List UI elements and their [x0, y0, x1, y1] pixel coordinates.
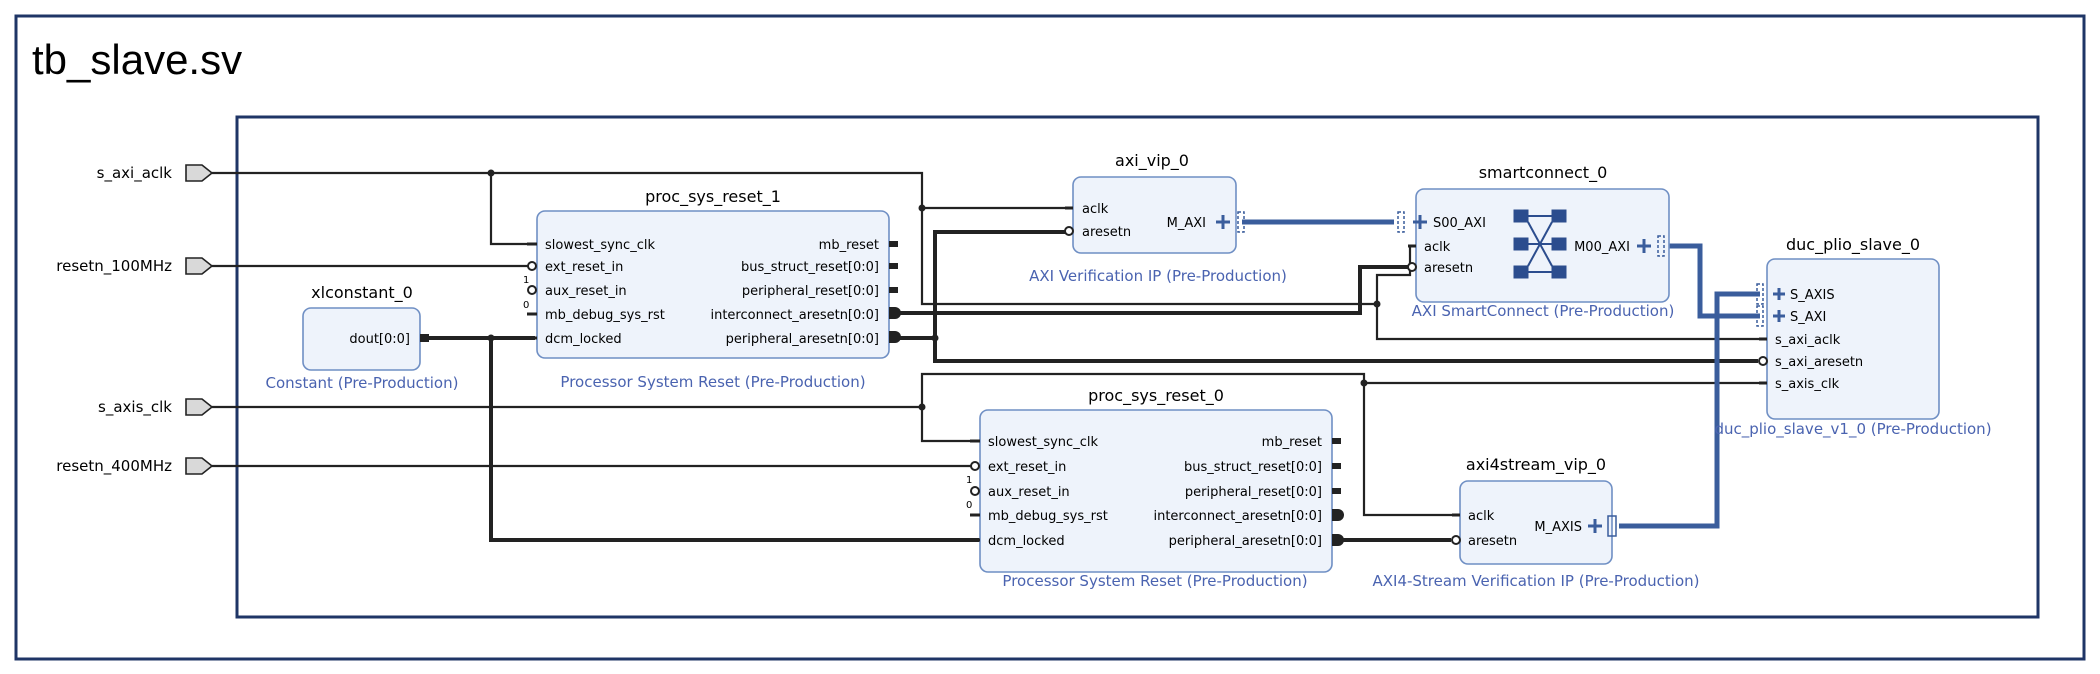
pin-label: peripheral_aresetn[0:0] [726, 332, 879, 347]
wire-psr1-peripheral [894, 230, 1066, 340]
pin-label: dout[0:0] [349, 332, 410, 347]
file-title: tb_slave.sv [32, 36, 243, 83]
port-resetn-100mhz[interactable]: resetn_100MHz [56, 257, 214, 276]
crossbar-icon [1513, 209, 1567, 279]
pin-label: slowest_sync_clk [545, 238, 655, 253]
pin-label: mb_debug_sys_rst [988, 509, 1108, 524]
plus-icon[interactable] [1637, 239, 1651, 253]
block-name: xlconstant_0 [311, 283, 413, 303]
plus-icon[interactable] [1216, 215, 1230, 229]
port-arrow-icon [185, 457, 214, 475]
block-smartconnect-0[interactable]: smartconnect_0 S00_AXI aclk aresetn [1397, 163, 1675, 320]
bus-m-axis [1619, 291, 1760, 529]
wire-s-axis-clk [212, 405, 980, 443]
pin-label: S00_AXI [1433, 216, 1486, 231]
pin-label: ext_reset_in [988, 460, 1066, 475]
block-subtitle: AXI Verification IP (Pre-Production) [1029, 267, 1287, 285]
pin-label: M00_AXI [1574, 240, 1630, 255]
block-axi-vip-0[interactable]: axi_vip_0 aclk aresetn M_AXI AXI Verific… [1029, 151, 1287, 285]
pin-label: mb_reset [819, 238, 879, 253]
pin-label: s_axis_clk [1775, 377, 1840, 392]
const-zero-mark: 0 [966, 500, 972, 511]
pin-label: s_axi_aclk [1775, 333, 1841, 348]
block-name: proc_sys_reset_0 [1088, 386, 1224, 406]
pin-label: bus_struct_reset[0:0] [741, 260, 879, 275]
pin-label: interconnect_aresetn[0:0] [1153, 509, 1322, 524]
pin-label: aclk [1082, 202, 1109, 217]
pin-label: M_AXI [1167, 216, 1206, 231]
port-arrow-icon [185, 398, 214, 416]
port-arrow-icon [185, 257, 214, 275]
wire-s-axi-aclk-duc [1375, 304, 1763, 341]
plus-icon[interactable] [1773, 288, 1785, 300]
pin-label: M_AXIS [1534, 520, 1582, 535]
pin-label: bus_struct_reset[0:0] [1184, 460, 1322, 475]
block-subtitle: AXI SmartConnect (Pre-Production) [1412, 302, 1675, 320]
block-name: axi_vip_0 [1115, 151, 1189, 171]
block-xlconstant-0[interactable]: xlconstant_0 dout[0:0] Constant (Pre-Pro… [266, 283, 459, 392]
port-label: s_axis_clk [98, 398, 172, 417]
block-name: proc_sys_reset_1 [645, 187, 781, 207]
pin-stub [420, 334, 429, 342]
port-label: resetn_400MHz [56, 457, 172, 476]
wire-s-axi-aclk-psr1 [489, 173, 537, 246]
block-duc-plio-slave-0[interactable]: duc_plio_slave_0 S_AXIS S_AXI s_axi_aclk… [1714, 235, 1991, 439]
pin-label: dcm_locked [988, 534, 1065, 549]
plus-icon[interactable] [1588, 519, 1602, 533]
const-one-mark: 1 [523, 275, 529, 286]
pin-label: interconnect_aresetn[0:0] [710, 308, 879, 323]
block-name: axi4stream_vip_0 [1466, 455, 1606, 475]
pin-label: S_AXIS [1790, 288, 1835, 303]
wire-s-axis-clk-up [920, 372, 1460, 517]
pin-label: aresetn [1424, 261, 1473, 276]
port-s-axi-aclk[interactable]: s_axi_aclk [97, 164, 214, 183]
wire-psr1-interconnect [894, 265, 1408, 315]
block-name: smartconnect_0 [1479, 163, 1608, 183]
pin-label: s_axi_aresetn [1775, 355, 1863, 370]
pin-label: aux_reset_in [988, 485, 1070, 500]
pin-label: aclk [1424, 240, 1451, 255]
outer-frame [14, 14, 2086, 661]
wire-const-to-psr0 [489, 338, 980, 542]
pin-label: dcm_locked [545, 332, 622, 347]
pin-label: ext_reset_in [545, 260, 623, 275]
plus-icon[interactable] [1773, 310, 1785, 322]
block-name: duc_plio_slave_0 [1786, 235, 1920, 255]
block-subtitle: AXI4-Stream Verification IP (Pre-Product… [1372, 572, 1699, 590]
port-resetn-400mhz[interactable]: resetn_400MHz [56, 457, 214, 476]
block-subtitle: duc_plio_slave_v1_0 (Pre-Production) [1714, 420, 1991, 439]
pin-label: peripheral_aresetn[0:0] [1169, 534, 1322, 549]
pin-label: peripheral_reset[0:0] [742, 284, 879, 299]
block-proc-sys-reset-0[interactable]: proc_sys_reset_0 1 0 slowest_sync_clk ex… [966, 386, 1344, 590]
pin-label: aux_reset_in [545, 284, 627, 299]
pin-label: aresetn [1082, 225, 1131, 240]
junctions [487, 169, 1381, 411]
pin-label: aclk [1468, 509, 1495, 524]
pin-label: aresetn [1468, 534, 1517, 549]
block-proc-sys-reset-1[interactable]: proc_sys_reset_1 1 0 slowest_sync_clk ex… [523, 187, 901, 391]
port-s-axis-clk[interactable]: s_axis_clk [98, 398, 214, 417]
pin-label: mb_reset [1262, 435, 1322, 450]
pin-label: peripheral_reset[0:0] [1185, 485, 1322, 500]
bus-m00-axi [1666, 243, 1760, 319]
const-one-mark: 1 [966, 475, 972, 486]
plus-icon[interactable] [1413, 215, 1427, 229]
port-arrow-icon [185, 164, 214, 182]
const-zero-mark: 0 [523, 300, 529, 311]
block-subtitle: Constant (Pre-Production) [266, 374, 459, 392]
pin-label: slowest_sync_clk [988, 435, 1098, 450]
wire-psr1-to-duc [933, 338, 1758, 363]
inner-frame [235, 115, 2040, 619]
wire-s-axi-aclk [212, 171, 1073, 210]
block-subtitle: Processor System Reset (Pre-Production) [1002, 572, 1307, 590]
pin-label: mb_debug_sys_rst [545, 308, 665, 323]
block-axi4stream-vip-0[interactable]: axi4stream_vip_0 aclk aresetn M_AXIS AXI… [1372, 455, 1699, 590]
block-subtitle: Processor System Reset (Pre-Production) [560, 373, 865, 391]
port-label: s_axi_aclk [97, 164, 173, 183]
port-label: resetn_100MHz [56, 257, 172, 276]
pin-label: S_AXI [1790, 310, 1826, 325]
